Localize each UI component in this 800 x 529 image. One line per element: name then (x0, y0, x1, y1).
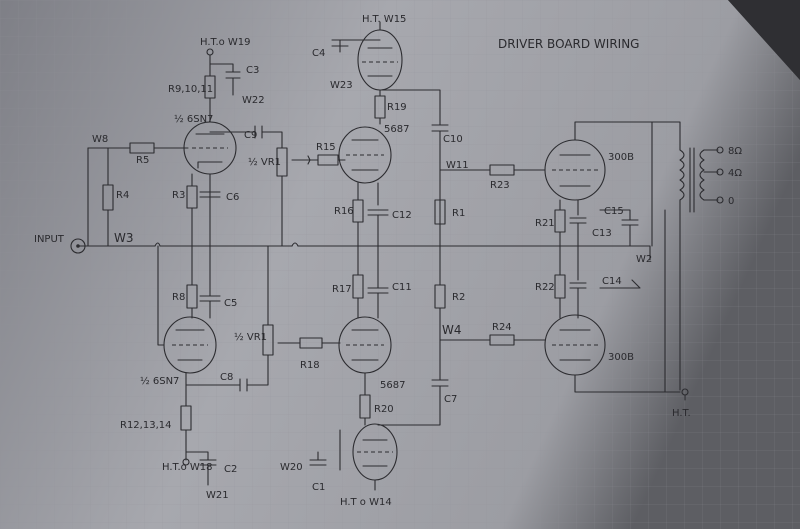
ground-bus (77, 245, 651, 261)
tube-300b-top (544, 139, 606, 201)
label-r9-10-11: R9,10,11 (168, 84, 213, 95)
label-w4: W4 (442, 323, 462, 337)
resistor-r21 (554, 209, 566, 233)
label-r2: R2 (452, 292, 465, 303)
tube-5687-top-b (338, 126, 392, 184)
label-r22: R22 (535, 282, 555, 293)
label-5687-top: 5687 (384, 124, 409, 135)
label-ht-w18: H.T.o W18 (162, 462, 213, 473)
label-w8: W8 (92, 134, 108, 145)
paper-edge-shadow (728, 0, 800, 80)
label-out-8: 8Ω (728, 146, 742, 157)
label-c7: C7 (444, 394, 457, 405)
label-r21: R21 (535, 218, 555, 229)
label-300b-bottom: 300B (608, 352, 634, 363)
label-c3: C3 (246, 65, 259, 76)
label-w11: W11 (446, 160, 469, 171)
label-vr1-bottom: ½ VR1 (234, 331, 267, 343)
resistor-r9-10-11 (204, 75, 216, 99)
output-transformer (679, 146, 724, 213)
label-w22: W22 (242, 95, 265, 106)
label-c13: C13 (592, 228, 612, 239)
label-300b-top: 300B (608, 152, 634, 163)
resistor-r20 (359, 394, 371, 419)
label-r12-13-14: R12,13,14 (120, 420, 171, 431)
diagram-title: DRIVER BOARD WIRING (498, 37, 639, 51)
label-c1: C1 (312, 482, 325, 493)
label-c5: C5 (224, 298, 237, 309)
label-w21: W21 (206, 490, 229, 501)
label-c8: C8 (220, 372, 233, 383)
label-vr1-top: ½ VR1 (248, 156, 281, 168)
resistor-r16 (352, 199, 364, 223)
resistor-r3 (186, 185, 198, 209)
label-r18: R18 (300, 360, 320, 371)
resistor-r17 (352, 274, 364, 299)
label-c14: C14 (602, 276, 622, 287)
label-w3: W3 (114, 231, 134, 245)
resistor-r18 (299, 337, 323, 349)
label-c6: C6 (226, 192, 239, 203)
label-c12: C12 (392, 210, 412, 221)
resistor-r24 (489, 334, 515, 346)
label-r8: R8 (172, 292, 185, 303)
resistor-r15 (317, 154, 339, 166)
label-r23: R23 (490, 180, 510, 191)
label-r24: R24 (492, 322, 512, 333)
resistor-r22 (554, 274, 566, 299)
resistor-r8 (186, 284, 198, 309)
label-r5: R5 (136, 155, 149, 166)
label-c10: C10 (443, 134, 463, 145)
resistor-r5 (129, 142, 155, 154)
resistor-r12-13-14 (180, 405, 192, 431)
tube-300b-bottom (544, 314, 606, 376)
label-c2: C2 (224, 464, 237, 475)
label-w2: W2 (636, 254, 652, 265)
label-w20: W20 (280, 462, 303, 473)
resistor-r19 (374, 95, 386, 119)
label-6sn7-top: ½ 6SN7 (174, 113, 213, 125)
label-r16: R16 (334, 206, 354, 217)
resistor-r4 (102, 184, 114, 211)
label-out-0: 0 (728, 196, 734, 207)
label-r15: R15 (316, 142, 336, 153)
label-r17: R17 (332, 284, 352, 295)
label-r4: R4 (116, 190, 129, 201)
label-ht-w19: H.T.o W19 (200, 37, 251, 48)
label-ht-w15: H.T. W15 (362, 14, 406, 25)
label-ht-bottom: H.T. (672, 408, 691, 419)
label-ht-w14: H.T o W14 (340, 497, 392, 508)
label-c11: C11 (392, 282, 412, 293)
label-input: INPUT (34, 234, 65, 245)
resistor-r1 (434, 199, 446, 225)
resistor-r2 (434, 284, 446, 309)
label-r20: R20 (374, 404, 394, 415)
label-r19: R19 (387, 102, 407, 113)
label-out-4: 4Ω (728, 168, 742, 179)
label-c9: C9 (244, 130, 257, 141)
label-r3: R3 (172, 190, 185, 201)
label-w23: W23 (330, 80, 353, 91)
label-6sn7-bottom: ½ 6SN7 (140, 375, 179, 387)
label-c15: C15 (604, 206, 624, 217)
resistor-r23 (489, 164, 515, 176)
label-5687-bottom: 5687 (380, 380, 405, 391)
label-c4: C4 (312, 48, 325, 59)
label-r1: R1 (452, 208, 465, 219)
